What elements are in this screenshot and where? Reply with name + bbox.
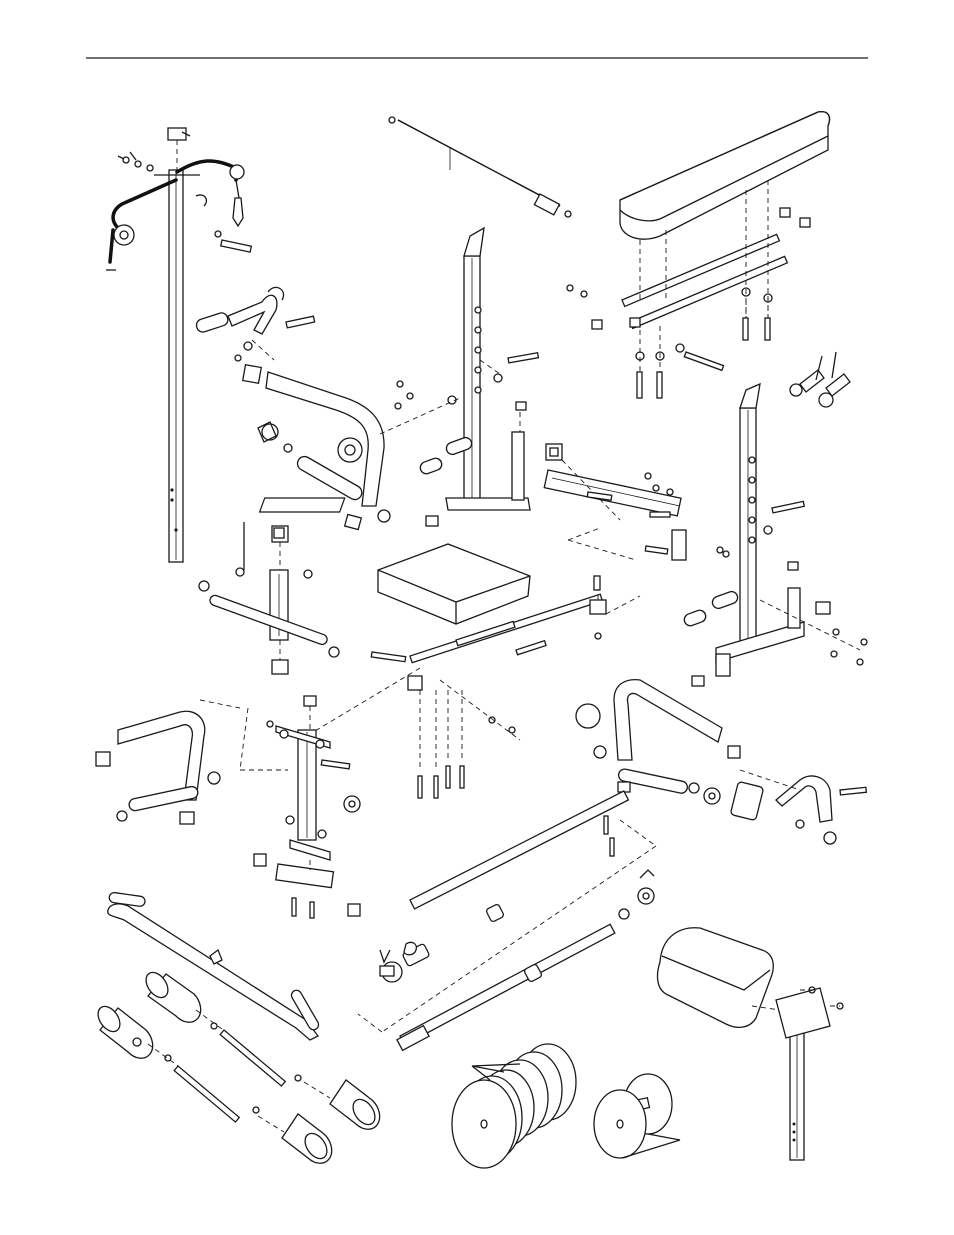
preacher-pad xyxy=(658,928,780,1028)
upright-left xyxy=(260,228,539,526)
backrest-pad xyxy=(567,112,830,398)
lat-tower xyxy=(118,128,200,562)
butterfly-arm-right xyxy=(576,680,866,844)
weight-plates-small xyxy=(594,1074,680,1158)
pulley-axle xyxy=(389,117,571,217)
seat-pad xyxy=(378,544,530,624)
leg-curl-bar xyxy=(108,892,321,1040)
leg-base-bracket xyxy=(199,522,339,674)
upright-crossbar xyxy=(544,444,729,560)
front-leg-stand xyxy=(254,696,360,918)
seat-frame xyxy=(371,576,640,798)
barbell xyxy=(358,791,656,1032)
foam-rollers xyxy=(94,968,380,1163)
lat-handle xyxy=(195,287,315,361)
spring-collars xyxy=(790,352,850,407)
preacher-post xyxy=(776,987,843,1160)
upright-right xyxy=(683,384,867,686)
weight-plates-large xyxy=(452,1044,576,1168)
butterfly-arm-left xyxy=(96,700,240,824)
